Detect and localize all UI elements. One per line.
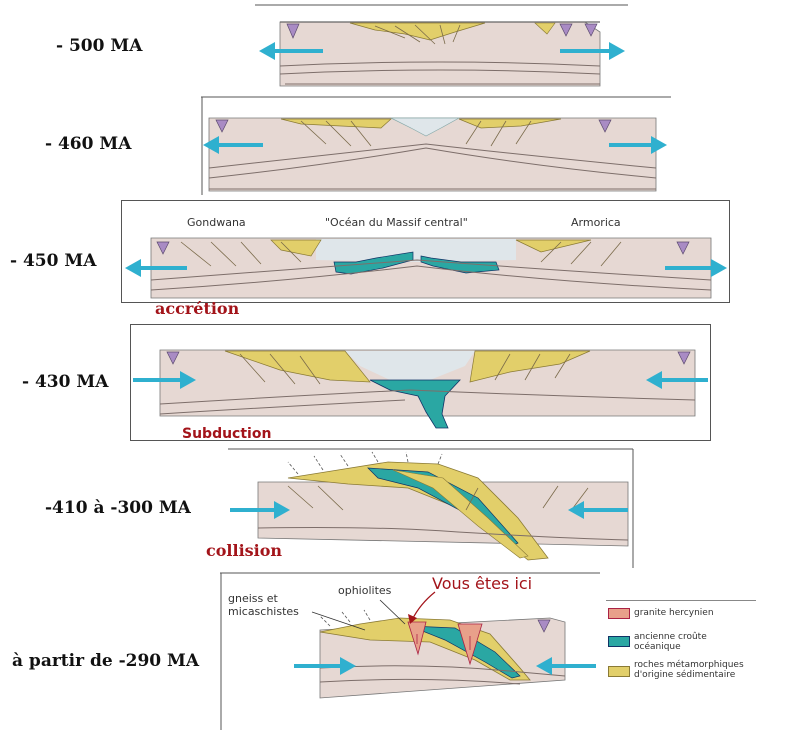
legend-swatch-ocean-crust: [608, 636, 630, 647]
pointer-here: [412, 592, 435, 620]
stage-label-410-300: -410 à -300 MA: [45, 498, 191, 518]
place-label-armorica: Armorica: [571, 216, 621, 229]
label-accretion: accrétion: [155, 299, 239, 318]
legend-divider: [606, 600, 756, 601]
stage-label-450: - 450 MA: [10, 251, 96, 271]
stage-label-460: - 460 MA: [45, 134, 131, 154]
panel-450ma: Gondwana "Océan du Massif central" Armor…: [121, 200, 731, 304]
legend-swatch-granite: [608, 608, 630, 619]
annotation-gneiss: gneiss et micaschistes: [228, 592, 299, 618]
panel-410-300ma: [228, 448, 634, 570]
legend-label-ocean-crust-1: ancienne croûte: [634, 632, 707, 642]
cross-section-430ma: [130, 324, 712, 442]
label-subduction: Subduction: [182, 426, 271, 442]
legend-label-granite: granite hercynien: [634, 608, 714, 618]
stage-label-500: - 500 MA: [56, 36, 142, 56]
legend: granite hercynien ancienne croûte océani…: [606, 596, 756, 692]
legend-swatch-metamorphic: [608, 666, 630, 677]
annotation-here: Vous êtes ici: [432, 574, 532, 593]
cross-section-450ma: Gondwana "Océan du Massif central" Armor…: [121, 200, 731, 304]
legend-label-metamorphic-2: d'origine sédimentaire: [634, 670, 735, 680]
place-label-ocean: "Océan du Massif central": [325, 216, 468, 229]
annotation-ophiolites: ophiolites: [338, 584, 391, 597]
cross-section-500ma: [255, 4, 628, 88]
legend-label-ocean-crust-2: océanique: [634, 642, 681, 652]
panel-430ma: [130, 324, 712, 442]
cross-section-460ma: [201, 96, 671, 196]
annotation-gneiss-line1: gneiss et: [228, 592, 299, 605]
label-collision: collision: [206, 541, 282, 560]
place-label-gondwana: Gondwana: [187, 216, 246, 229]
pointer-gneiss: [312, 612, 365, 630]
panel-500ma: [255, 4, 628, 88]
stage-label-290: à partir de -290 MA: [12, 651, 199, 671]
cross-section-410-300ma: [228, 448, 634, 570]
legend-label-metamorphic-1: roches métamorphiques: [634, 660, 744, 670]
panel-460ma: [201, 96, 671, 196]
stage-label-430: - 430 MA: [22, 372, 108, 392]
annotation-gneiss-line2: micaschistes: [228, 605, 299, 618]
